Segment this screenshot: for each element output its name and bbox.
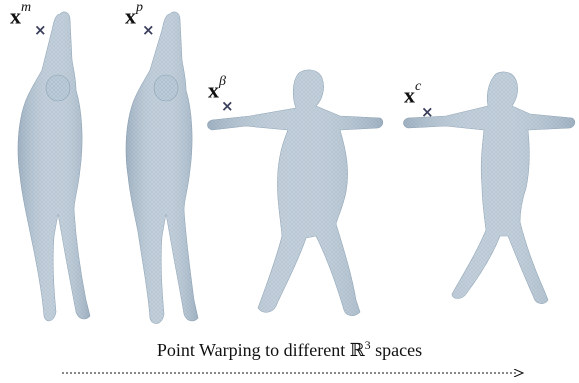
- direction-arrow: [62, 369, 524, 377]
- point-marker-c: ×: [421, 103, 434, 121]
- label-x-c: xc: [404, 79, 422, 108]
- mesh-figure-p: [125, 11, 199, 324]
- mesh-figure-c: [403, 71, 576, 304]
- label-x-m: xm: [10, 0, 32, 29]
- point-marker-beta: ×: [221, 97, 234, 115]
- label-x-beta: xβ: [208, 74, 226, 103]
- label-x-p: xp: [125, 0, 143, 29]
- mesh-figure-beta: [207, 69, 384, 316]
- point-marker-p: ×: [142, 21, 155, 39]
- mesh-figure-m: [17, 11, 91, 322]
- point-marker-m: ×: [34, 21, 47, 39]
- figure-caption: Point Warping to different ℝ3 spaces: [156, 338, 423, 361]
